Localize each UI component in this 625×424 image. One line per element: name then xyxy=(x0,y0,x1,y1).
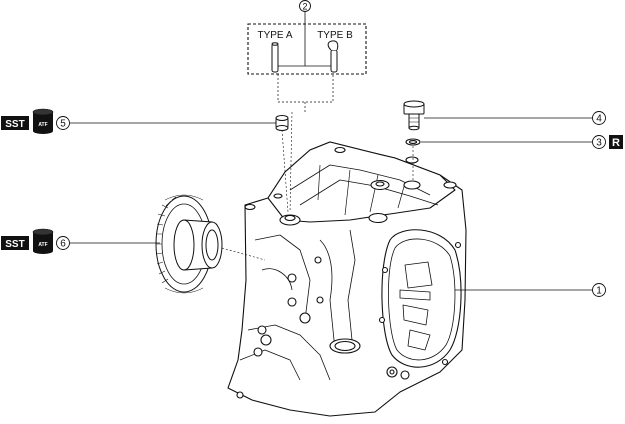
part-5-cap xyxy=(275,115,289,131)
part-4-bolt xyxy=(403,100,425,131)
replace-badge: R xyxy=(609,135,623,149)
callout-6-number: 6 xyxy=(60,239,66,250)
callout-4: 4 xyxy=(592,111,606,125)
replace-badge-label: R xyxy=(612,137,620,149)
callout-5-number: 5 xyxy=(60,119,66,130)
atf-label-6: ATF xyxy=(38,242,47,248)
callout-5: 5 xyxy=(56,116,70,130)
sst-label-5: SST xyxy=(5,119,24,130)
part-3-washer xyxy=(405,138,421,146)
type-dashed-frame xyxy=(247,23,367,75)
callout-2-number: 2 xyxy=(302,2,307,12)
callout-1-number: 1 xyxy=(596,286,602,297)
callout-2: 2 xyxy=(299,0,311,12)
sst-badge-6: SST xyxy=(1,236,29,250)
transmission-case xyxy=(227,141,467,417)
callout-1: 1 xyxy=(592,283,606,297)
callout-3: 3 xyxy=(592,135,606,149)
atf-label-5: ATF xyxy=(38,122,47,128)
callout-3-number: 3 xyxy=(596,138,602,149)
type-selection-box: TYPE A TYPE B xyxy=(247,12,367,213)
leader-lines xyxy=(70,117,593,291)
callout-6: 6 xyxy=(56,236,70,250)
atf-can-icon-5: ATF xyxy=(32,108,54,134)
atf-can-icon-6: ATF xyxy=(32,228,54,254)
type-a-pin xyxy=(271,42,279,73)
type-a-label: TYPE A xyxy=(257,30,292,41)
callout-4-number: 4 xyxy=(596,114,602,125)
sst-label-6: SST xyxy=(5,239,24,250)
sst-badge-5: SST xyxy=(1,116,29,130)
type-b-label: TYPE B xyxy=(317,30,353,41)
part-6-gear xyxy=(155,194,223,294)
type-b-pin xyxy=(327,40,339,73)
